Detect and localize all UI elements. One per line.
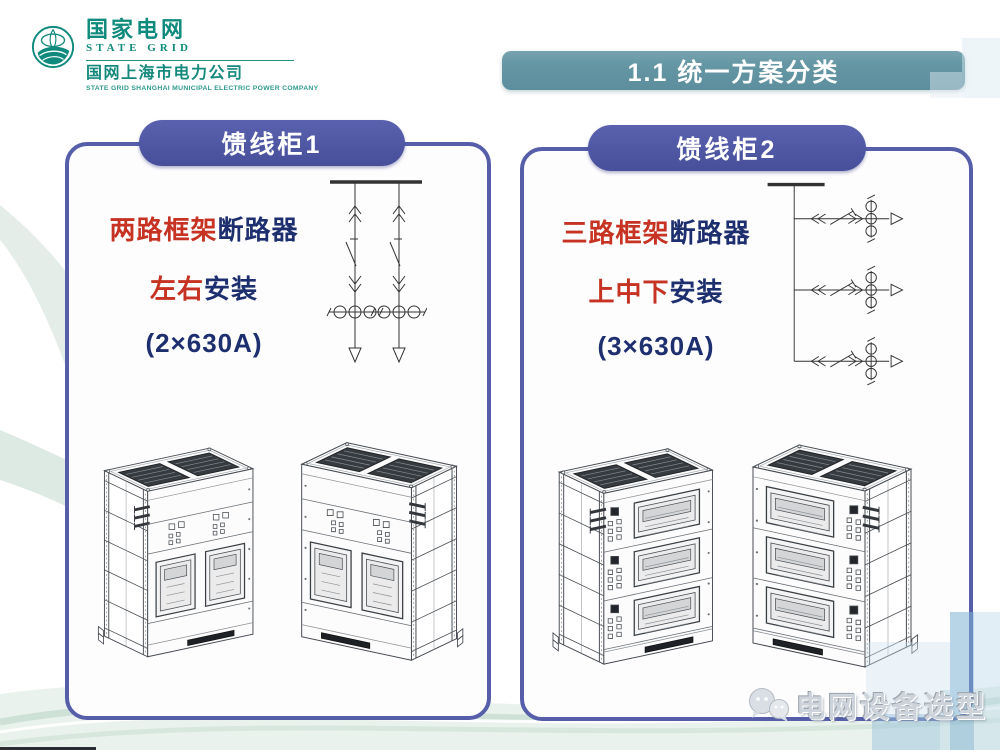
panel-feeder-cabinet-2: 馈线柜2 三路框架断路器 上中下安装 (3×630A) — [520, 125, 973, 721]
logo-brand-en: STATE GRID — [86, 42, 192, 54]
panel2-line2-rest: 安装 — [669, 277, 724, 307]
panel1-spec-line2: 左右安装 — [89, 269, 319, 306]
branch — [794, 194, 904, 243]
chat-bubbles-icon — [749, 688, 789, 722]
panel1-line2-highlight: 左右 — [149, 274, 204, 304]
logo-divider — [86, 60, 294, 61]
panel1-header-pill: 馈线柜1 — [139, 120, 405, 166]
logo-company-en: STATE GRID SHANGHAI MUNICIPAL ELECTRIC P… — [86, 85, 319, 92]
panel2-spec-line2: 上中下安装 — [540, 272, 772, 309]
panel1-spec-line3: (2×630A) — [145, 328, 263, 358]
single-line-diagram-two-feeders — [326, 180, 427, 364]
panel1-spec-line1: 两路框架断路器 — [89, 210, 319, 247]
stategrid-logo: 国家电网 STATE GRID 国网上海市电力公司 STATE GRID SHA… — [30, 18, 318, 92]
panel2-spec-text: 三路框架断路器 上中下安装 (3×630A) — [540, 213, 772, 362]
cabinet-drawing-2breaker-right-view — [286, 402, 482, 698]
cabinet-drawing-3breaker-right-view — [737, 402, 937, 707]
cabinet-drawing-2breaker-left-view — [80, 407, 268, 695]
feeder-branch — [370, 182, 427, 364]
panel2-line2-highlight: 上中下 — [588, 277, 670, 307]
feeder-branch — [326, 182, 384, 364]
cabinet-drawing-3breaker-left-view — [534, 406, 728, 704]
branch — [794, 265, 904, 315]
panel1-line1-highlight: 两路框架 — [109, 215, 218, 245]
panel2-spec-line3: (3×630A) — [597, 331, 715, 361]
panel1-line1-rest: 断路器 — [217, 215, 299, 245]
watermark: 电网设备选型 — [746, 684, 988, 726]
stategrid-globe-icon — [31, 25, 75, 69]
panel1-spec-text: 两路框架断路器 左右安装 (2×630A) — [89, 210, 319, 359]
branch — [794, 337, 904, 386]
panel2-line1-highlight: 三路框架 — [561, 218, 670, 248]
section-title-banner: 1.1 统一方案分类 — [502, 51, 965, 90]
panel2-header-pill: 馈线柜2 — [588, 125, 866, 171]
logo-company-cn: 国网上海市电力公司 — [86, 65, 244, 82]
panel1-line2-rest: 安装 — [204, 274, 259, 304]
panel-feeder-cabinet-1: 馈线柜1 两路框架断路器 左右安装 (2×630A) — [65, 120, 491, 720]
panel2-spec-line1: 三路框架断路器 — [540, 213, 772, 250]
watermark-text: 电网设备选型 — [796, 692, 989, 724]
logo-brand-cn: 国家电网 — [86, 17, 187, 42]
panel2-line1-rest: 断路器 — [669, 218, 751, 248]
single-line-diagram-three-branches — [767, 182, 904, 386]
